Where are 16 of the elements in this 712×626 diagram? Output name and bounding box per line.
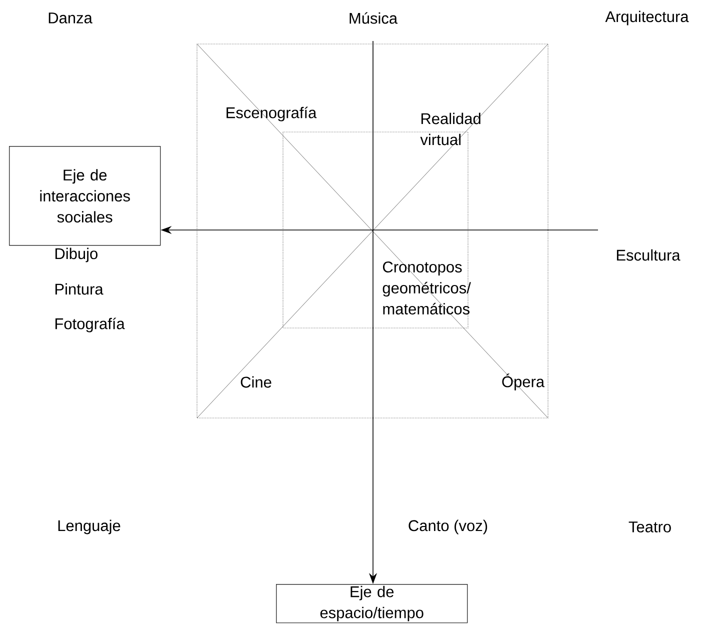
axis-box: Eje de interacciones sociales — [9, 146, 161, 246]
category-label: Música — [350, 12, 398, 24]
axis-box: Eje de espacio/tiempo — [276, 584, 468, 624]
category-label: Realidad virtual — [420, 112, 480, 146]
category-label: Escenografía — [226, 106, 317, 122]
category-label: Escultura — [616, 249, 680, 261]
category-label: Fotografía — [55, 318, 125, 332]
category-label: Ópera — [502, 374, 545, 390]
category-label: Lenguaje — [58, 520, 120, 534]
category-label: Danza — [48, 12, 92, 24]
category-label: Pintura — [55, 283, 104, 295]
category-label: Canto (voz) — [408, 520, 488, 534]
category-label: Arquitectura — [605, 10, 689, 26]
category-label: Cronotopos geométricos/ matemáticos — [382, 262, 471, 314]
category-label: Cine — [240, 376, 272, 388]
category-label: Teatro — [628, 522, 671, 532]
